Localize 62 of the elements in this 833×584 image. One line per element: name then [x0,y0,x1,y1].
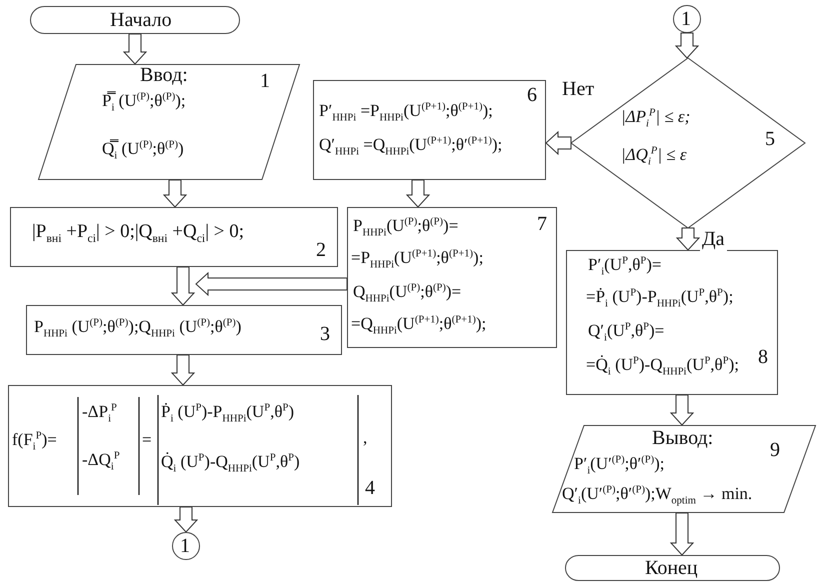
process-box [313,80,546,180]
block-arrow [676,228,700,251]
block-arrow [174,506,198,533]
block-arrow [195,272,348,296]
step-number: 3 [320,323,330,345]
formula: |ΔP$_{i}$$^{P}$| ≤ ε; [621,108,690,127]
block-arrow [170,266,196,306]
process-box [10,207,338,267]
step-number: 1 [681,8,691,30]
step-number: 4 [365,477,375,499]
step-number: 2 [316,239,326,261]
end-terminal [565,555,780,581]
block-arrow [670,512,694,556]
formula: Q′$_{HHPi}$ =Q$_{HHPi}$(U$^{(P+1)}$;θ′$^{(P+1)}$); [319,136,502,155]
formula: Ṗ$_{i}$ (U$^{P}$)-P$_{HHPi}$(U$^{P}$,θ$^{P}$) [161,403,294,422]
start-terminal [30,6,240,34]
formula: =Q̇$_{i}$ (U$^{P}$)-Q$_{HHPi}$(U$^{P}$,θ$^{P}$); [586,356,739,375]
formula: =P$_{HHPi}$(U$^{(P+1)}$;θ$^{(P+1)}$); [351,249,484,268]
formula: f(F$_{i}$$^{P}$)= [12,431,57,450]
connector-circle [673,5,701,33]
formula: |P$_{вні}$ +P$_{сі}$| > 0;|Q$_{вні}$ +Q$_{сі}$| > 0; [32,222,244,243]
step-number: 6 [527,84,537,106]
block-arrow [670,394,694,426]
block-arrow [162,180,188,208]
formula: Q′$_{i}$(U′$^{(P)}$;θ′$^{(P)}$);W$_{optim}$ → min. [562,485,752,504]
step-number: 1 [260,70,270,92]
formula: Q$_{HHPi}$(U$^{(P)}$;θ$^{(P)}$)= [353,283,462,302]
formula: Q′$_{i}$(U$^{P}$,θ$^{P}$)= [588,322,664,341]
block-title: Начало [110,9,172,31]
formula: P′$_{i}$(U′$^{(P)}$;θ′$^{(P)}$); [574,455,665,474]
formula: P̿$_{i}$ (U$^{(P)}$;θ$^{(P)}$); [102,92,186,111]
block-arrow [674,32,700,59]
block-arrow [406,180,430,208]
block-title: Конец [645,557,698,579]
formula: Q̇$_{i}$ (U$^{P}$)-Q$_{HHPi}$(U$^{P}$,θ$^{P}$) [161,453,300,472]
block-title: Вывод: [652,427,714,449]
block-arrow [170,354,196,386]
block-arrow [545,130,572,156]
step-number: 9 [770,439,780,461]
output-parallelogram [552,425,816,513]
step-number: 5 [765,128,775,150]
formula: P′$_{HHPi}$ =P$_{HHPi}$(U$^{(P+1)}$;θ$^{(P+1)}$); [319,102,493,121]
block-title: Ввод: [140,64,188,86]
step-number: 7 [537,213,547,235]
formula: P′$_{i}$(U$^{P}$,θ$^{P}$)= [588,256,662,275]
formula: , [363,429,368,448]
formula: =Q$_{HHPi}$(U$^{(P+1)}$;θ$^{(P+1)}$); [351,315,486,334]
step-number: 1 [180,535,190,557]
connector-circle [172,532,200,560]
input-parallelogram [38,64,300,180]
formula: Q̿$_{i}$ (U$^{(P)}$;θ$^{(P)}$) [102,140,184,159]
process-box [566,250,778,395]
formula: |ΔQ$_{i}$$^{P}$| ≤ ε [621,146,687,165]
process-box [347,207,557,348]
step-number: 8 [758,346,768,368]
process-box [8,385,392,507]
process-box [26,305,342,355]
formula: = [142,431,152,450]
formula: P$_{HHPi}$ (U$^{(P)}$;θ$^{(P)}$);Q$_{HHPi}$ (U$^{(P)}$;θ$^{(P)}$) [34,318,242,337]
block-arrow [122,34,148,65]
formula: =Ṗ$_{i}$ (U$^{P}$)-P$_{HHPi}$(U$^{P}$,θ$^{P}$); [586,288,734,307]
formula: P$_{HHPi}$(U$^{(P)}$;θ$^{(P)}$)= [353,217,458,236]
